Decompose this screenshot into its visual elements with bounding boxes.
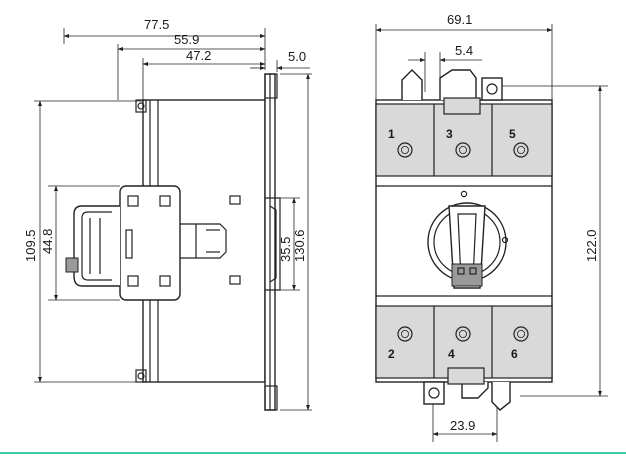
- side-lever: [65, 205, 120, 287]
- terminal-label-2: 2: [388, 347, 395, 361]
- terminal-label-6: 6: [511, 347, 518, 361]
- dim-height-109: 109.5: [23, 229, 38, 262]
- front-view: 69.1 5.4 122.0 23.9: [375, 12, 608, 442]
- terminal-screws: [397, 142, 529, 342]
- dim-rail: 35.5: [278, 237, 293, 262]
- dim-width: 69.1: [447, 12, 472, 27]
- side-view: 77.5 55.9 47.2 5.0 109.5 44.8 35.5 130.6: [23, 17, 312, 411]
- dim-depth-55: 55.9: [174, 32, 199, 47]
- dim-pitch: 5.4: [455, 43, 473, 58]
- dim-depth-47: 47.2: [186, 48, 211, 63]
- terminal-label-3: 3: [446, 127, 453, 141]
- bottom-accent-line: [0, 452, 626, 454]
- dim-lines-left: [34, 100, 150, 383]
- dim-lines-top: [63, 28, 310, 100]
- terminal-label-5: 5: [509, 127, 516, 141]
- dim-overall-depth: 77.5: [144, 17, 169, 32]
- dim-height-44: 44.8: [40, 229, 55, 254]
- dim-height: 122.0: [584, 229, 599, 262]
- dim-height-130: 130.6: [292, 229, 307, 262]
- terminal-label-4: 4: [448, 347, 455, 361]
- dim-flange: 5.0: [288, 49, 306, 64]
- terminal-label-1: 1: [388, 127, 395, 141]
- dim-mount-spacing: 23.9: [450, 418, 475, 433]
- front-dim-lines: [375, 24, 608, 442]
- rotary-knob: [427, 202, 509, 289]
